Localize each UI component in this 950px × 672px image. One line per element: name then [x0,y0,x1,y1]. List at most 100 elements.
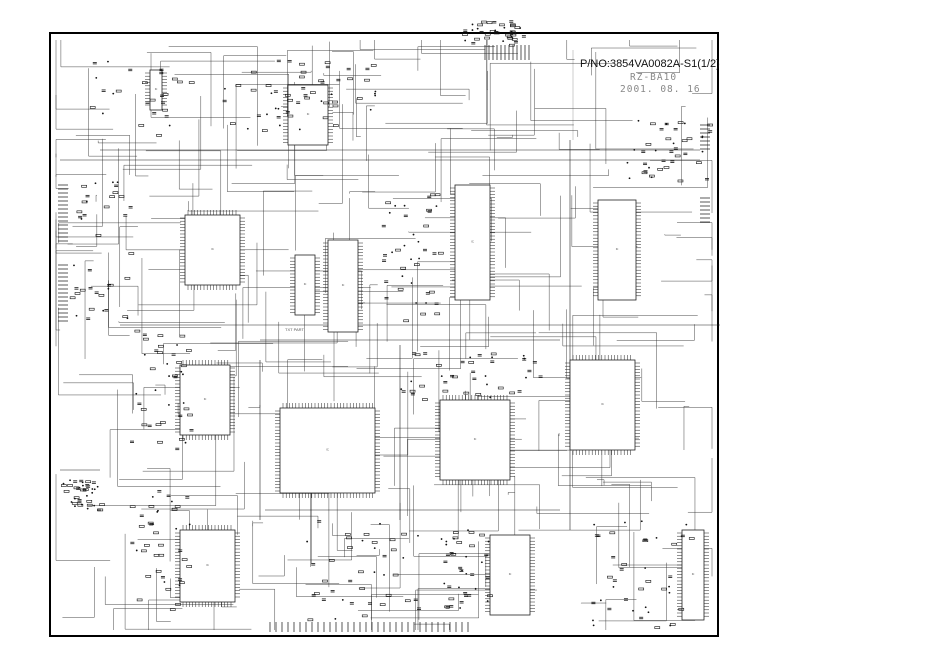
resistor [477,23,483,27]
resistor [287,98,293,102]
wire [248,404,261,408]
resistor [235,84,242,87]
resistor [304,96,310,100]
wire [413,358,518,415]
wire [258,555,285,577]
wire [471,195,561,278]
wire [63,382,134,410]
resistor [361,614,368,618]
resistor [479,533,485,537]
junction-dot [440,538,443,540]
resistor [85,480,91,484]
wire [683,406,690,450]
resistor [677,121,684,124]
junction-dot [519,27,522,29]
resistor [475,393,482,396]
wire [119,226,138,307]
wire [55,174,107,177]
wire [447,128,495,171]
resistor [265,84,272,87]
resistor [364,78,370,82]
resistor [621,563,628,566]
wire [332,323,378,368]
wire [305,584,372,630]
resistor [645,580,652,583]
ic-chip: IC [485,534,535,616]
junction-dot [80,503,83,506]
wire [386,285,444,342]
wire [104,576,234,605]
junction-dot [445,543,448,546]
wire [359,40,486,50]
resistor [329,559,335,562]
wire [417,46,495,71]
wire [486,40,493,48]
wire [252,522,264,527]
resistor [88,307,95,311]
junction-dot [75,314,78,317]
wire [507,492,515,495]
resistor [654,626,661,629]
wire [318,104,343,204]
ic-chip: IC [275,403,380,498]
junction-dot [464,39,467,42]
wire [97,140,157,144]
wire [72,138,103,227]
wire [79,374,133,414]
wire [449,297,460,371]
junction-dot [374,90,377,93]
wire [356,98,361,137]
resistor [181,364,187,368]
resistor [333,124,339,127]
resistor [420,312,426,316]
wire [658,407,713,449]
chip-label: IC [509,573,512,576]
junction-dot [471,29,474,31]
wire [58,222,182,243]
wire [95,194,97,202]
resistor [261,129,268,132]
wire [296,567,404,597]
resistor [156,134,162,137]
junction-dot [484,375,487,377]
junction-dot [467,529,469,532]
wire [241,70,312,73]
resistor [149,367,156,371]
wire [171,495,238,535]
junction-dot [270,92,273,95]
resistor [86,503,93,507]
ic-chip: IC [565,355,640,455]
junction-dot [341,599,344,601]
resistor [157,344,164,348]
resistor [138,525,145,528]
junction-dot [74,497,76,500]
junction-dot [489,396,492,399]
wire [84,260,94,359]
junction-dot [486,600,489,602]
wire [488,68,535,136]
junction-dot [418,257,421,260]
resistor [63,490,70,493]
wire [641,368,686,402]
junction-dot [334,617,337,620]
junction-dot [86,507,89,510]
junction-dot [599,599,602,602]
wire [385,70,488,124]
resistor [158,543,164,547]
resistor [347,546,353,549]
resistor [392,573,399,577]
junction-dot [403,244,406,247]
revision-date: 2001. 08. 16 [620,84,701,95]
wire [681,106,686,186]
wire [124,533,252,630]
wire [55,230,61,331]
wire [125,216,206,251]
resistor [438,251,444,255]
resistor [140,408,147,411]
wire [530,61,633,121]
wire [618,502,690,568]
resistor [99,503,105,506]
resistor [468,361,475,364]
resistor [128,252,135,255]
